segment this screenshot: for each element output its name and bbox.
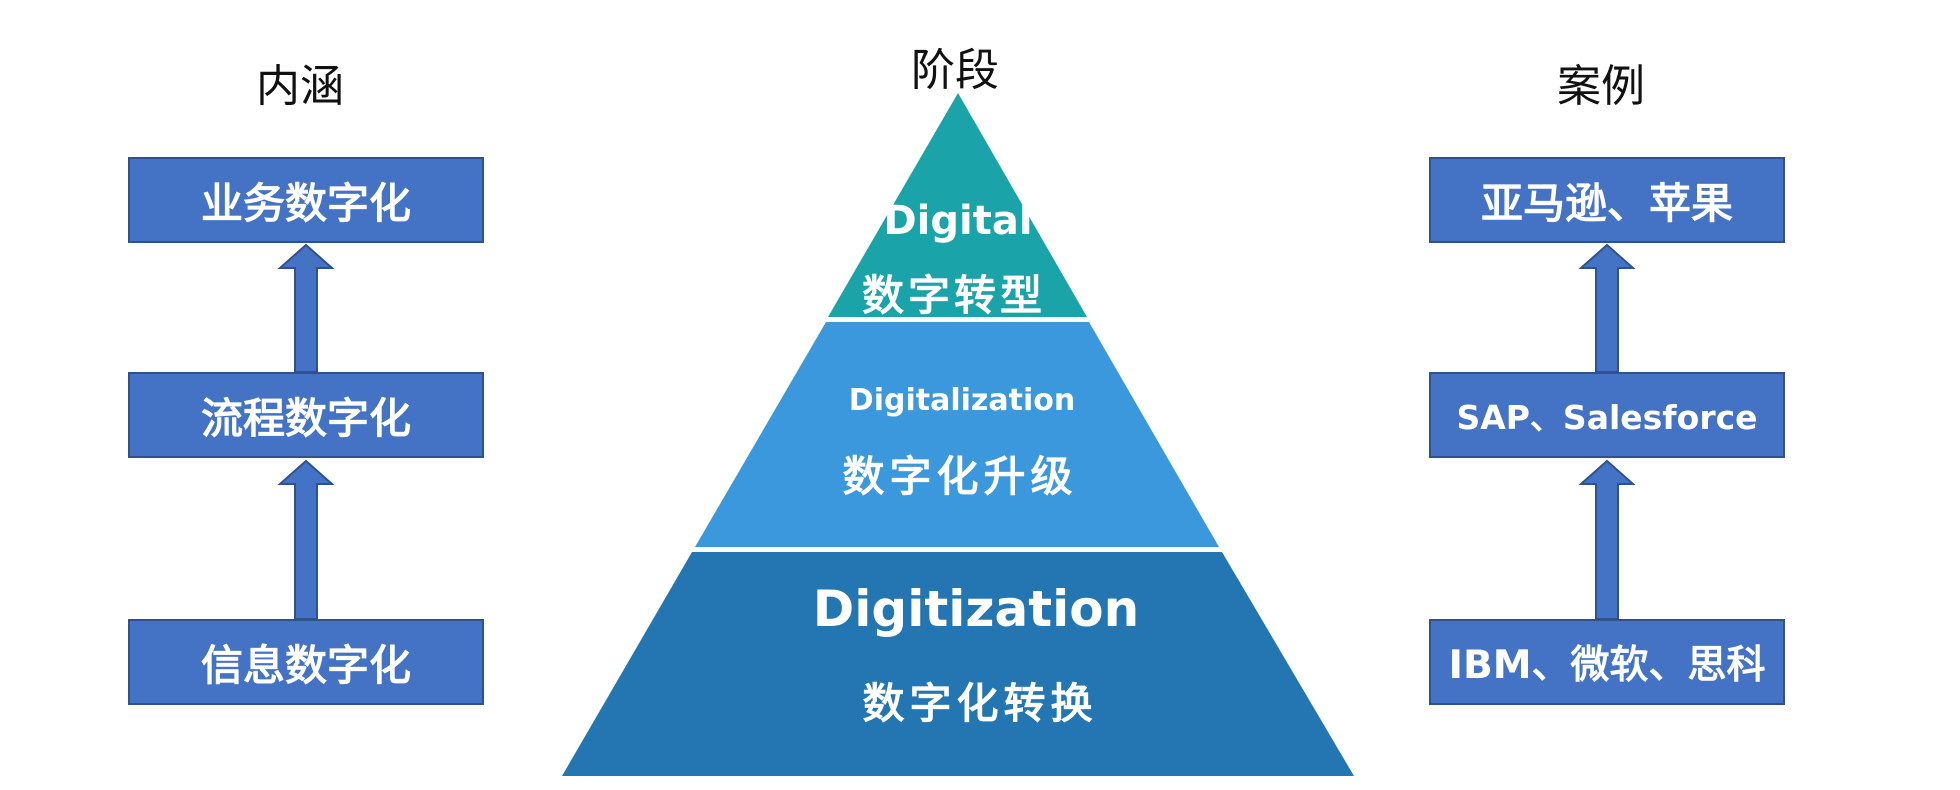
pyramid-middle-label-zh: 数字化升级 xyxy=(842,452,1078,501)
left-arrow-upper xyxy=(277,243,335,373)
center-column-heading: 阶段 xyxy=(911,45,999,96)
right-box-ibm-microsoft-cisco: IBM、微软、思科 xyxy=(1429,619,1785,705)
pyramid-bottom-label-zh: 数字化转换 xyxy=(862,679,1098,728)
left-box-information: 信息数字化 xyxy=(128,619,484,705)
pyramid-top-label-zh: 数字转型 xyxy=(861,271,1047,320)
left-column-heading: 内涵 xyxy=(256,61,344,112)
pyramid-bottom-label-en: Digitization xyxy=(812,580,1140,638)
right-arrow-lower xyxy=(1578,459,1636,620)
pyramid-middle-label-en: Digitalization xyxy=(848,383,1076,418)
right-box-amazon-apple: 亚马逊、苹果 xyxy=(1429,157,1785,243)
left-box-business: 业务数字化 xyxy=(128,157,484,243)
pyramid-tier-bottom xyxy=(562,552,1354,776)
right-box-sap-salesforce: SAP、Salesforce xyxy=(1429,372,1785,458)
left-arrow-lower xyxy=(277,459,335,620)
pyramid-tier-middle xyxy=(695,322,1219,547)
left-box-process: 流程数字化 xyxy=(128,372,484,458)
right-arrow-upper xyxy=(1578,243,1636,373)
pyramid-tier-top xyxy=(828,93,1087,317)
right-column-heading: 案例 xyxy=(1557,61,1645,112)
pyramid-top-label-en: Digital xyxy=(883,198,1033,244)
